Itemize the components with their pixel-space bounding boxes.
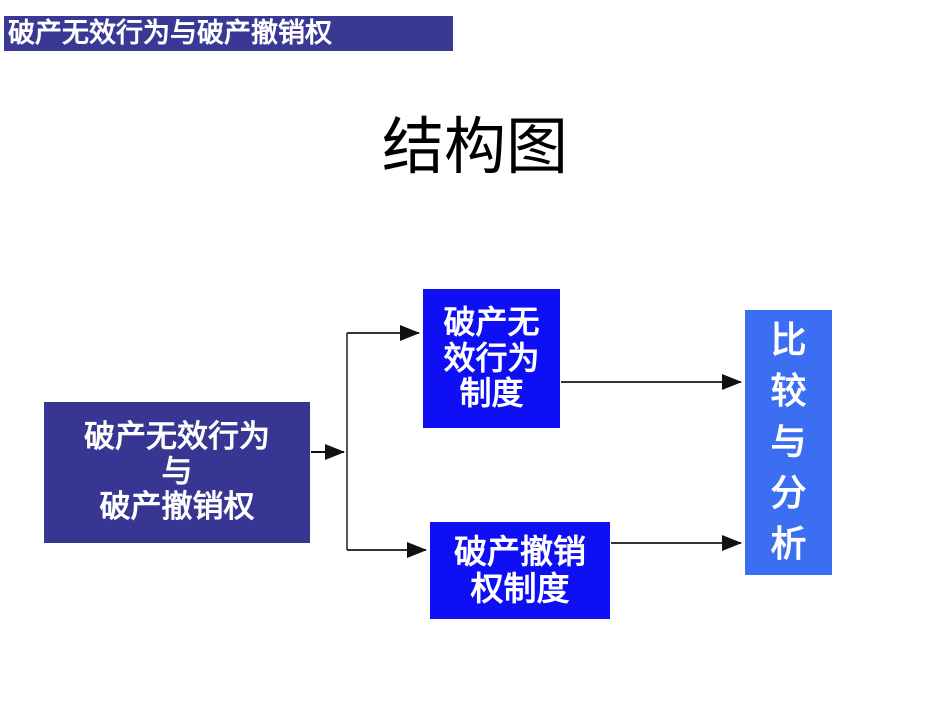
diagram-node-root-line-2: 与	[161, 454, 193, 491]
diagram-node-revocation-system[interactable]: 破产撤销 权制度	[430, 522, 610, 619]
slide-header-banner-text: 破产无效行为与破产撤销权	[8, 18, 332, 49]
diagram-node-revocation-system-line-1: 破产撤销	[454, 531, 586, 571]
diagram-node-compare-analysis[interactable]: 比 较 与 分 析	[745, 310, 832, 575]
diagram-node-root-line-3: 破产撤销权	[99, 488, 255, 525]
diagram-node-invalid-system-line-2: 效行为	[443, 338, 540, 377]
diagram-node-compare-analysis-char-1: 比	[770, 318, 807, 361]
diagram-node-invalid-system-line-1: 破产无	[443, 302, 540, 341]
diagram-node-compare-analysis-char-4: 分	[770, 472, 807, 515]
diagram-node-revocation-system-line-2: 权制度	[470, 568, 570, 608]
diagram-node-compare-analysis-char-3: 与	[770, 420, 807, 463]
diagram-node-invalid-system[interactable]: 破产无 效行为 制度	[423, 289, 560, 428]
slide-header-banner: 破产无效行为与破产撤销权	[4, 16, 453, 51]
slide-title: 结构图	[381, 110, 568, 183]
diagram-node-compare-analysis-char-2: 较	[770, 369, 807, 412]
diagram-node-root-line-1: 破产无效行为	[84, 419, 270, 456]
diagram-node-compare-analysis-char-5: 析	[770, 523, 807, 566]
diagram-node-root[interactable]: 破产无效行为 与 破产撤销权	[44, 402, 310, 543]
diagram-node-invalid-system-line-3: 制度	[459, 374, 524, 413]
